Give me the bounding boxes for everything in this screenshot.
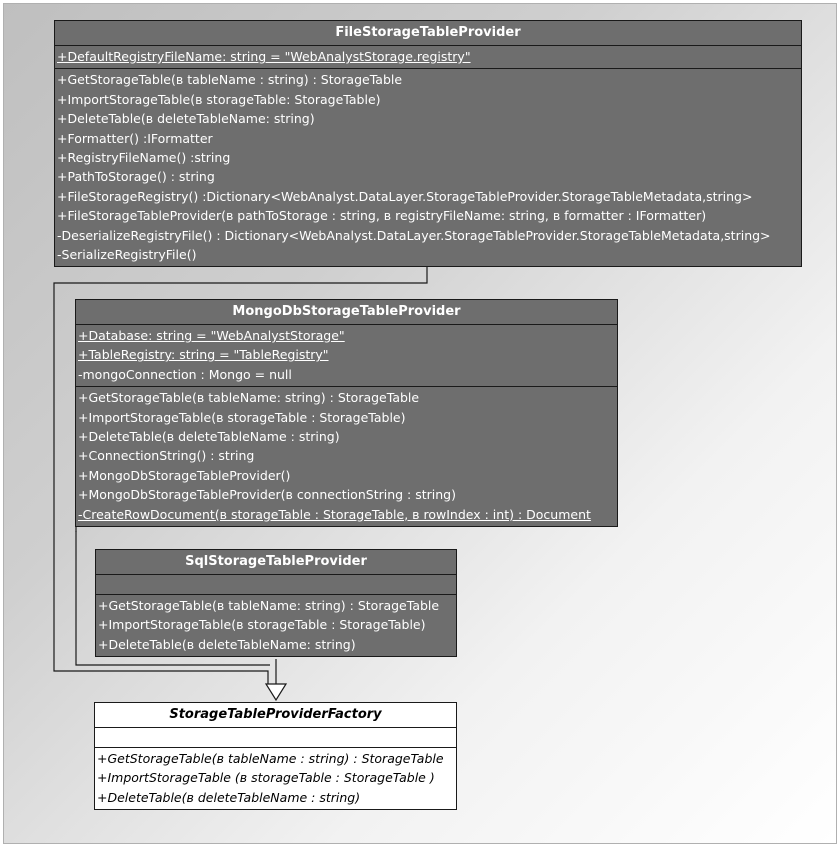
class-name: MongoDbStorageTableProvider bbox=[76, 300, 617, 325]
generalization-arrowhead bbox=[264, 683, 288, 702]
connector-mongo-to-factory bbox=[75, 524, 270, 666]
operation-row: +DeleteTable(в deleteTableName : string) bbox=[78, 429, 340, 445]
attribute-list: +DefaultRegistryFileName: string = "WebA… bbox=[55, 46, 801, 70]
class-name: FileStorageTableProvider bbox=[55, 21, 801, 46]
operation-list: +GetStorageTable(в tableName: string) : … bbox=[96, 595, 456, 656]
operation-row: +MongoDbStorageTableProvider() bbox=[78, 467, 291, 483]
class-name: StorageTableProviderFactory bbox=[95, 703, 456, 728]
operation-row: +ImportStorageTable (в storageTable : St… bbox=[97, 770, 435, 786]
attribute-list: +Database: string = "WebAnalystStorage" +… bbox=[76, 325, 617, 388]
operation-row: +ConnectionString() : string bbox=[78, 448, 255, 464]
operation-row: +FileStorageTableProvider(в pathToStorag… bbox=[57, 208, 707, 224]
operation-list: +GetStorageTable(в tableName : string) :… bbox=[95, 748, 456, 809]
class-name: SqlStorageTableProvider bbox=[96, 550, 456, 575]
attribute-row: +Database: string = "WebAnalystStorage" bbox=[78, 328, 345, 343]
class-storage-table-provider-factory[interactable]: StorageTableProviderFactory +GetStorageT… bbox=[94, 702, 457, 811]
operation-row: +MongoDbStorageTableProvider(в connectio… bbox=[78, 487, 456, 503]
connector-file-to-factory bbox=[53, 262, 428, 684]
operation-row: +GetStorageTable(в tableName : string) :… bbox=[97, 751, 444, 766]
operation-row: +GetStorageTable(в tableName : string) :… bbox=[57, 72, 403, 88]
operation-row: +DeleteTable(в deleteTableName: string) bbox=[98, 636, 356, 652]
attribute-list bbox=[96, 575, 456, 595]
operation-row: -DeserializeRegistryFile() : Dictionary<… bbox=[57, 227, 771, 243]
operation-row: +Formatter() :IFormatter bbox=[57, 130, 213, 146]
operation-row: +ImportStorageTable(в storageTable : Sto… bbox=[98, 617, 426, 633]
operation-row: +DeleteTable(в deleteTableName: string) bbox=[57, 111, 315, 127]
operation-row: +DeleteTable(в deleteTableName : string) bbox=[97, 789, 361, 805]
attribute-row: +TableRegistry: string = "TableRegistry" bbox=[78, 347, 329, 363]
class-file-storage-table-provider[interactable]: FileStorageTableProvider +DefaultRegistr… bbox=[54, 20, 802, 268]
attribute-list bbox=[95, 728, 456, 748]
operation-list: +GetStorageTable(в tableName: string) : … bbox=[76, 387, 617, 526]
operation-row: +GetStorageTable(в tableName: string) : … bbox=[98, 598, 440, 613]
operation-row: +PathToStorage() : string bbox=[57, 169, 215, 185]
operation-list: +GetStorageTable(в tableName : string) :… bbox=[55, 69, 801, 266]
operation-row: +RegistryFileName() :string bbox=[57, 150, 231, 166]
operation-row: -SerializeRegistryFile() bbox=[57, 247, 197, 263]
operation-row: +GetStorageTable(в tableName: string) : … bbox=[78, 390, 420, 406]
operation-row: +ImportStorageTable(в storageTable: Stor… bbox=[57, 91, 381, 107]
class-sql-storage-table-provider[interactable]: SqlStorageTableProvider +GetStorageTable… bbox=[95, 549, 457, 658]
attribute-row: -mongoConnection : Mongo = null bbox=[78, 366, 292, 382]
operation-row: -CreateRowDocument(в storageTable : Stor… bbox=[78, 506, 591, 522]
attribute-row: +DefaultRegistryFileName: string = "WebA… bbox=[57, 49, 471, 64]
class-mongodb-storage-table-provider[interactable]: MongoDbStorageTableProvider +Database: s… bbox=[75, 299, 618, 528]
operation-row: +ImportStorageTable(в storageTable : Sto… bbox=[78, 409, 406, 425]
operation-row: +FileStorageRegistry() :Dictionary<WebAn… bbox=[57, 188, 753, 204]
